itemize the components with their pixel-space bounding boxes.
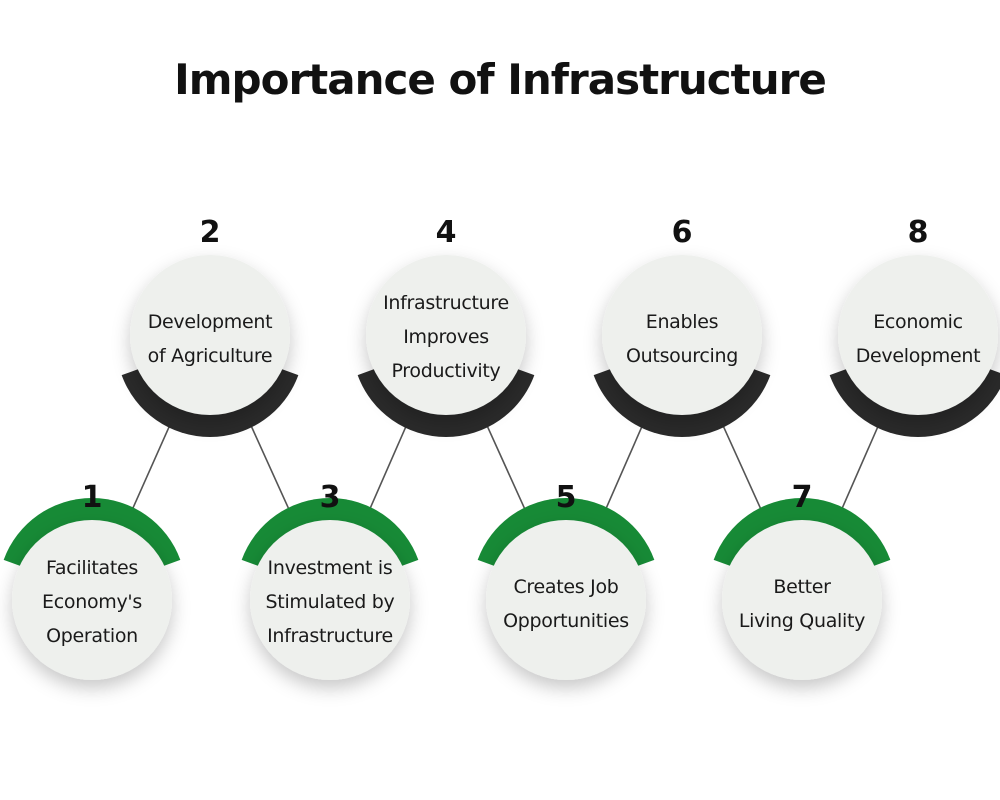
step-node-5 — [477, 497, 655, 680]
page-title: Importance of Infrastructure — [174, 55, 827, 104]
connector-2-3 — [242, 407, 298, 528]
step-1-label-line: Facilitates — [46, 557, 138, 579]
step-4-label-line: Improves — [403, 326, 489, 348]
step-3-label: Investment is Stimulated by Infrastructure — [250, 551, 410, 653]
step-6-label-line: Outsourcing — [626, 345, 738, 367]
step-3-number: 3 — [319, 480, 341, 515]
step-8-circle — [838, 255, 998, 415]
step-8-label-line: Economic — [873, 311, 963, 333]
step-4-label-line: Infrastructure — [383, 292, 509, 314]
step-4-label-line: Productivity — [391, 360, 501, 382]
step-node-1 — [3, 497, 181, 680]
step-3-circle — [250, 520, 410, 680]
step-node-6 — [593, 255, 771, 437]
step-7-number: 7 — [791, 480, 813, 515]
step-1-label-line: Economy's — [42, 591, 142, 613]
step-1-label-line: Operation — [46, 625, 138, 647]
step-node-8 — [829, 255, 1000, 437]
step-5-label-line: Creates Job — [513, 576, 619, 598]
step-8-number: 8 — [907, 215, 929, 250]
step-1-circle — [12, 520, 172, 680]
step-7-label-line: Better — [773, 576, 831, 598]
step-4-number: 4 — [435, 215, 457, 250]
step-6-circle — [602, 255, 762, 415]
connector-5-6 — [597, 407, 651, 528]
step-node-2 — [121, 255, 299, 437]
step-node-7 — [713, 497, 891, 680]
step-4-circle — [366, 255, 526, 415]
step-3-label-line: Stimulated by — [265, 591, 395, 613]
step-2-label-line: Development — [147, 311, 273, 333]
step-2-number: 2 — [199, 215, 221, 250]
step-node-4 — [357, 255, 535, 437]
connector-4-5 — [478, 407, 534, 528]
step-3-label-line: Investment is — [267, 557, 393, 579]
step-5-number: 5 — [555, 480, 577, 515]
step-6-label-line: Enables — [645, 311, 719, 333]
step-5-label-line: Opportunities — [503, 610, 629, 632]
step-2-circle — [130, 255, 290, 415]
step-2-label-line: of Agriculture — [147, 345, 273, 367]
step-7-label-line: Living Quality — [738, 610, 866, 632]
connector-3-4 — [361, 407, 415, 528]
step-7-circle — [722, 520, 882, 680]
step-1-number: 1 — [81, 480, 103, 515]
connector-7-8 — [833, 407, 887, 528]
step-5-circle — [486, 520, 646, 680]
step-node-3 — [241, 498, 419, 680]
step-3-label-line: Infrastructure — [267, 625, 393, 647]
step-6-number: 6 — [671, 215, 693, 250]
connector-6-7 — [714, 407, 770, 528]
step-2-label: Development of Agriculture — [130, 305, 290, 373]
step-8-label-line: Development — [855, 345, 981, 367]
connector-1-2 — [123, 407, 179, 528]
